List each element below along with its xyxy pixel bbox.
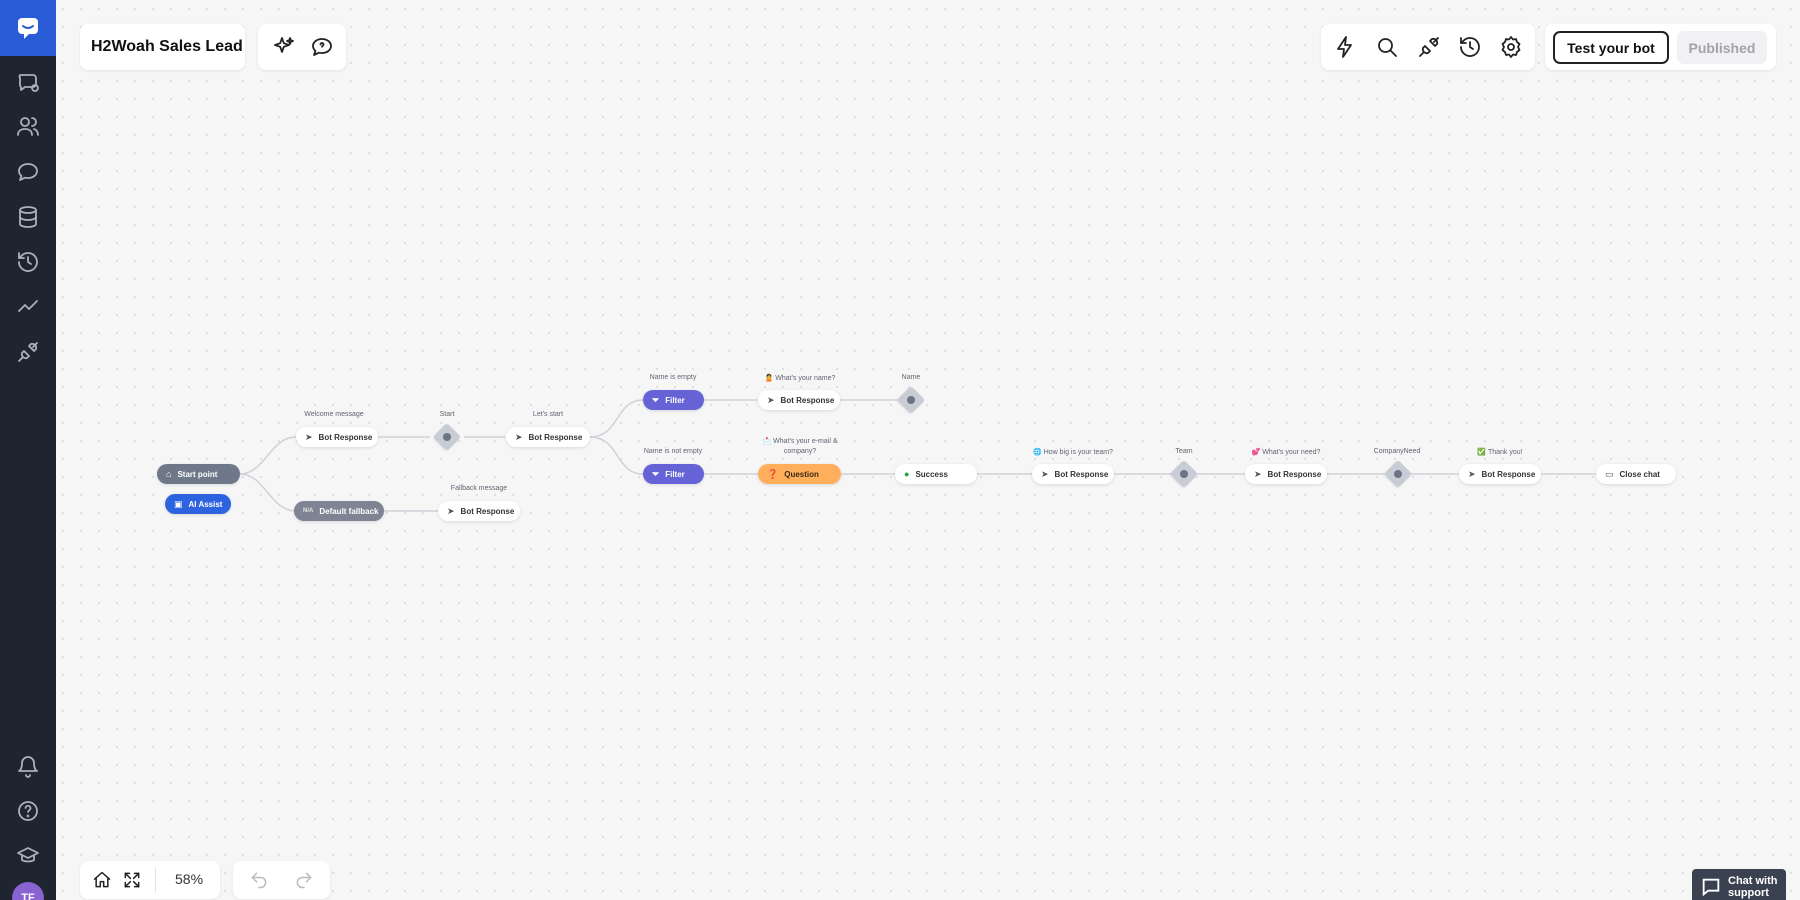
fallback-icon: N/A [303, 508, 314, 514]
divider [155, 867, 156, 893]
success-node[interactable]: ● Success [895, 464, 977, 484]
node-caption: 📩 What's your e-mail & company? [762, 438, 838, 455]
node-label: Success [915, 469, 948, 479]
node-label: Question [784, 469, 819, 479]
check-circle-icon: ● [904, 469, 910, 479]
need-response-node[interactable]: ➤ Bot Response [1245, 464, 1327, 484]
node-label: Filter [665, 395, 685, 405]
close-chat-node[interactable]: ▭ Close chat [1596, 464, 1676, 484]
send-icon: ➤ [1041, 468, 1049, 479]
filter-icon: ⏷ [652, 394, 660, 405]
thank-you-response-node[interactable]: ➤ Bot Response [1459, 464, 1541, 484]
node-label: Bot Response [1267, 469, 1322, 479]
node-caption: Name [901, 374, 921, 381]
fit-screen-icon[interactable] [116, 864, 148, 896]
node-label: Filter [665, 469, 685, 479]
filter-icon: ⏷ [652, 468, 660, 479]
history-icon[interactable] [1454, 31, 1486, 63]
node-caption: Fallback message [450, 485, 508, 492]
node-caption: ✅ Thank you! [1477, 449, 1523, 456]
home-icon: ⌂ [166, 469, 172, 479]
node-caption: 💕 What's your need? [1251, 449, 1321, 456]
node-label: Close chat [1619, 469, 1660, 479]
zoom-level[interactable]: 58% [175, 871, 204, 887]
node-caption: Let's start [532, 411, 564, 418]
node-caption: 🙎 What's your name? [764, 375, 836, 382]
undo-icon[interactable] [243, 864, 275, 896]
project-title: H2Woah Sales Lead [91, 38, 243, 55]
chat-logo-icon [18, 18, 38, 39]
team-size-response-node[interactable]: ➤ Bot Response [1032, 464, 1114, 484]
gear-icon[interactable] [1495, 31, 1527, 63]
avatar[interactable]: TF [12, 882, 44, 900]
lightning-icon[interactable] [1329, 31, 1361, 63]
start-point-node[interactable]: ⌂ Start point [157, 464, 240, 484]
analytics-icon[interactable] [14, 292, 42, 320]
node-caption: 🌐 How big is your team? [1033, 449, 1113, 456]
node-caption: CompanyNeed [1373, 448, 1421, 455]
undo-redo-controls [233, 861, 330, 899]
redo-icon[interactable] [288, 864, 320, 896]
node-label: Start point [177, 469, 218, 479]
send-icon: ➤ [1254, 468, 1262, 479]
zoom-controls: 58% [80, 861, 220, 899]
lets-start-response-node[interactable]: ➤ Bot Response [506, 427, 590, 447]
question-icon: ❓ [767, 468, 779, 479]
node-label: Bot Response [1481, 469, 1536, 479]
database-icon[interactable] [14, 203, 42, 231]
bell-icon[interactable] [14, 752, 42, 780]
integrations-icon[interactable] [14, 338, 42, 366]
home-icon[interactable] [86, 864, 118, 896]
send-icon: ➤ [515, 431, 523, 442]
ai-chat-icon: ▣ [174, 498, 183, 509]
support-line-1: Chat with [1728, 875, 1778, 887]
sidebar: TF [0, 0, 56, 900]
chats-icon[interactable] [14, 68, 42, 96]
node-label: Bot Response [528, 432, 583, 442]
node-label: Bot Response [780, 395, 835, 405]
node-caption: Name is not empty [643, 448, 703, 455]
ai-assist-node[interactable]: ▣ AI Assist [165, 494, 231, 514]
node-label: Bot Response [460, 506, 515, 516]
email-question-node[interactable]: ❓ Question [758, 464, 841, 484]
tools-toolbar [1321, 24, 1535, 70]
academy-icon[interactable] [14, 842, 42, 870]
send-icon: ➤ [1468, 468, 1476, 479]
project-title-card[interactable]: H2Woah Sales Lead [80, 24, 245, 70]
history-icon[interactable] [14, 248, 42, 276]
node-caption: Team [1175, 448, 1193, 455]
test-bot-button[interactable]: Test your bot [1553, 31, 1669, 64]
assistant-toolbar [258, 24, 346, 70]
node-label: Bot Response [318, 432, 373, 442]
node-caption: Welcome message [304, 411, 364, 418]
chat-question-icon[interactable] [306, 31, 338, 63]
send-icon: ➤ [447, 505, 455, 516]
chat-with-support-button[interactable]: Chat with support [1692, 869, 1786, 900]
support-line-2: support [1728, 887, 1769, 899]
send-icon: ➤ [767, 394, 775, 405]
fallback-response-node[interactable]: ➤ Bot Response [438, 501, 520, 521]
users-icon[interactable] [14, 112, 42, 140]
search-icon[interactable] [1371, 31, 1403, 63]
support-chat-icon [1702, 878, 1720, 897]
node-label: Default fallback [319, 506, 379, 516]
published-button: Published [1677, 31, 1767, 64]
message-icon[interactable] [14, 158, 42, 186]
filter-name-empty-node[interactable]: ⏷ Filter [643, 390, 704, 410]
help-icon[interactable] [14, 797, 42, 825]
node-label: AI Assist [188, 499, 223, 509]
node-label: Bot Response [1054, 469, 1109, 479]
plug-icon[interactable] [1413, 31, 1445, 63]
welcome-response-node[interactable]: ➤ Bot Response [296, 427, 378, 447]
sparkles-icon[interactable] [268, 31, 300, 63]
app-logo[interactable] [0, 0, 56, 56]
filter-name-not-empty-node[interactable]: ⏷ Filter [643, 464, 704, 484]
node-caption: Name is empty [649, 374, 697, 381]
send-icon: ➤ [305, 431, 313, 442]
node-caption: Start [439, 411, 455, 418]
default-fallback-node[interactable]: N/A Default fallback [294, 501, 384, 521]
close-chat-icon: ▭ [1605, 468, 1614, 479]
name-question-response-node[interactable]: ➤ Bot Response [758, 390, 840, 410]
